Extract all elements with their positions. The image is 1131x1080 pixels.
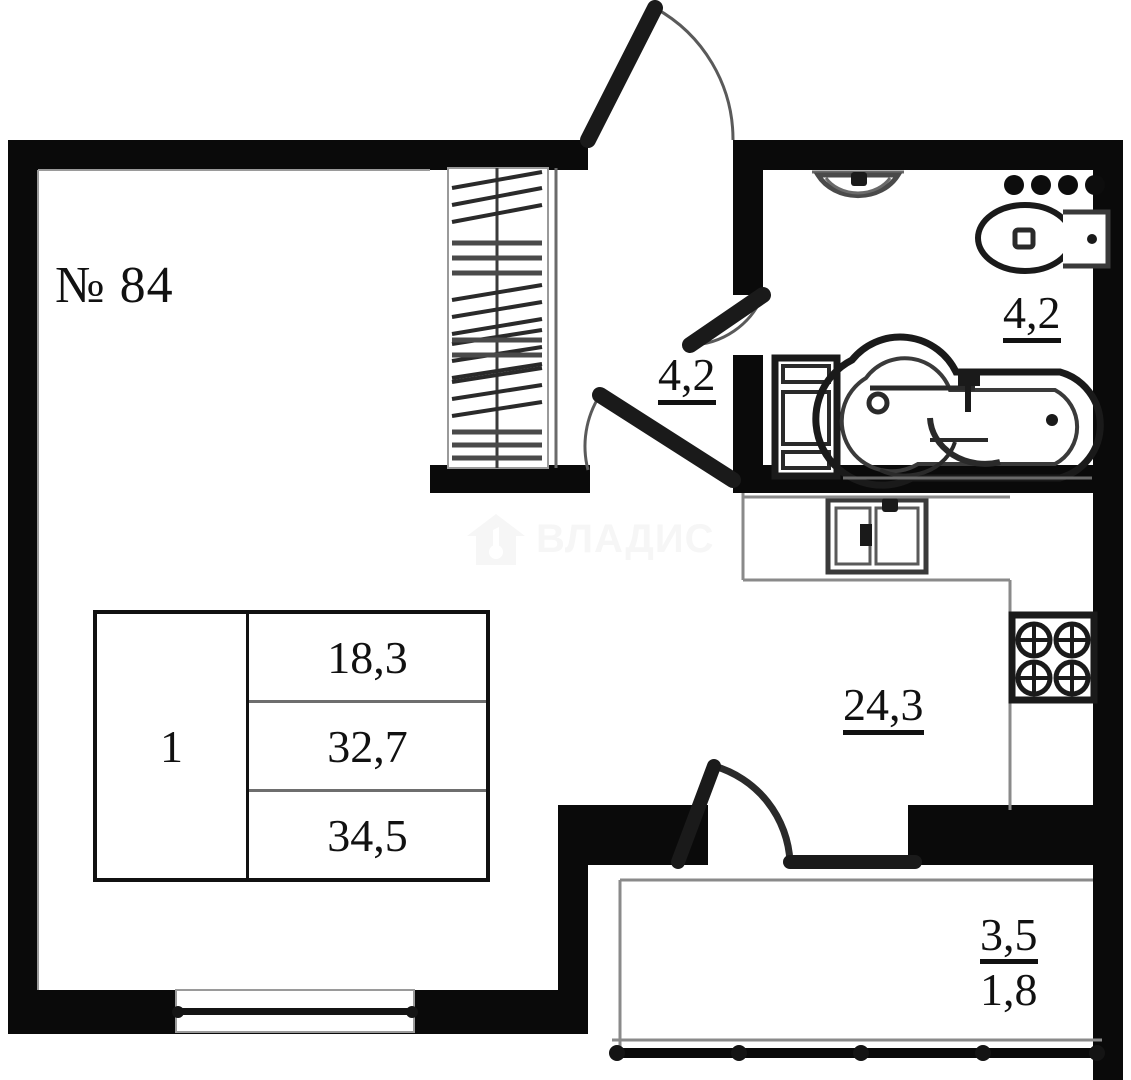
washbasin-icon [812, 170, 904, 199]
total-area-cell: 32,7 [249, 703, 486, 792]
balcony-area-label: 3,5 1,8 [980, 912, 1038, 1013]
balcony-area-denominator: 1,8 [980, 964, 1038, 1015]
window-living-room [172, 989, 418, 1033]
bathtub-icon [812, 333, 1104, 489]
thin-partition-group [612, 493, 1102, 1048]
door-bathroom [682, 287, 771, 353]
balcony-railing [609, 1045, 1105, 1061]
living-area-cell: 18,3 [249, 614, 486, 703]
entry-door [580, 0, 735, 148]
door-living-room [583, 387, 741, 488]
overall-area-cell: 34,5 [327, 809, 408, 861]
living-kitchen-area-label: 24,3 [843, 682, 924, 735]
stove-icon [1008, 611, 1098, 704]
rooms-count-cell: 1 [97, 614, 249, 878]
balcony-area-numerator: 3,5 [980, 912, 1038, 964]
wall-group [8, 140, 1123, 1080]
apartment-spec-table: 1 18,3 32,7 34,5 [93, 610, 490, 882]
areas-column: 18,3 32,7 34,5 [249, 614, 486, 878]
toilet-icon [975, 202, 1111, 274]
bathroom-area-label: 4,2 [1003, 290, 1061, 343]
door-balcony [671, 759, 922, 869]
kitchen-sink-icon [743, 495, 1010, 575]
wardrobe-icon [447, 167, 558, 469]
toilet-tank-dots-icon [1004, 175, 1105, 195]
apartment-number-label: № 84 [55, 257, 174, 314]
living-room-outline [37, 169, 430, 990]
hall-area-label: 4,2 [658, 352, 716, 405]
